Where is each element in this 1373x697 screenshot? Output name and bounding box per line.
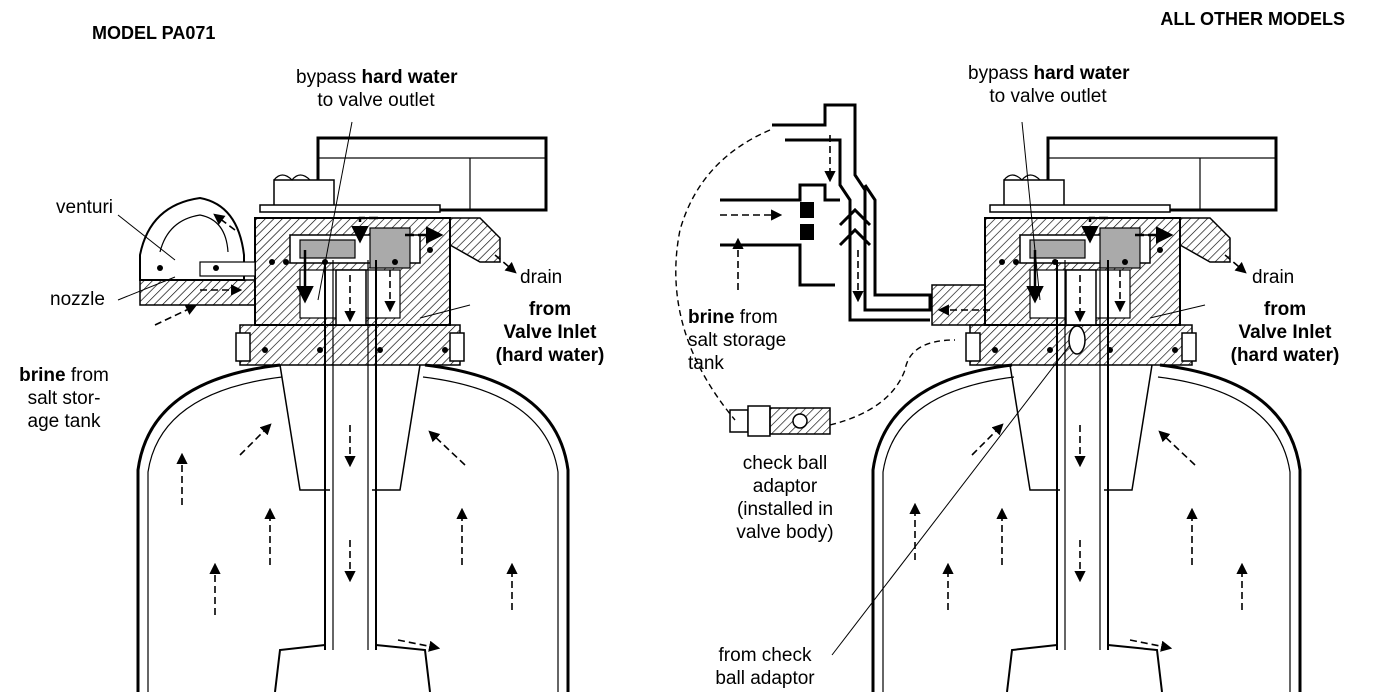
right-brine-rest: from — [734, 307, 778, 328]
left-venturi-label: venturi — [56, 197, 114, 218]
right-bypass-pre: bypass — [968, 63, 1034, 84]
check-ball-adaptor — [729, 405, 831, 437]
left-bypass-pre: bypass — [296, 67, 362, 88]
check-ball-line4: valve body) — [736, 522, 834, 543]
right-drain-label: drain — [1252, 267, 1295, 288]
left-title: MODEL PA071 — [92, 23, 216, 43]
left-motor-housing — [316, 136, 548, 212]
right-brine-line3: tank — [688, 353, 724, 374]
left-tank-shell — [136, 363, 281, 692]
left-brine-bold: brine — [19, 365, 66, 386]
left-tank-collar — [239, 324, 461, 366]
right-bypass-bold: hard water — [1033, 63, 1130, 84]
right-motor-housing — [1046, 136, 1278, 212]
right-bypass-label: bypass hard water to valve outlet — [968, 62, 1130, 108]
right-inlet-line2: Valve Inlet — [1238, 322, 1332, 343]
right-tank-shell — [871, 363, 1013, 692]
left-bypass-label: bypass hard water to valve outlet — [296, 66, 458, 112]
right-brine-line2: salt storage — [688, 330, 787, 351]
right-valve-assembly — [675, 103, 1302, 693]
right-brine-bold: brine — [688, 307, 735, 328]
left-inlet-line1: from — [528, 299, 572, 320]
left-drain-fitting — [449, 217, 501, 263]
left-inlet-line2: Valve Inlet — [503, 322, 597, 343]
from-check-line1: from check — [718, 645, 812, 666]
check-ball-line3: (installed in — [736, 499, 834, 520]
right-check-ball-port — [1068, 325, 1086, 355]
left-bypass-line2: to valve outlet — [317, 90, 435, 111]
right-inlet-line3: (hard water) — [1230, 345, 1340, 366]
left-inlet-label: from Valve Inlet (hard water) — [470, 298, 630, 367]
left-brine-rest: from — [65, 365, 109, 386]
left-brine-label: brine from salt stor- age tank — [4, 364, 124, 433]
left-nozzle-label: nozzle — [50, 289, 105, 310]
right-inlet-label: from Valve Inlet (hard water) — [1205, 298, 1365, 367]
check-ball-line2: adaptor — [752, 476, 818, 497]
check-ball-label: check ball adaptor (installed in valve b… — [715, 452, 855, 544]
from-check-label: from check ball adaptor — [695, 644, 835, 690]
right-inlet-line1: from — [1263, 299, 1307, 320]
right-brine-label: brine from salt storage tank — [688, 306, 786, 375]
left-valve-assembly — [117, 121, 570, 693]
check-ball-line1: check ball — [742, 453, 828, 474]
from-check-line2: ball adaptor — [715, 668, 815, 689]
left-bypass-bold: hard water — [361, 67, 458, 88]
right-venturi-assembly — [720, 103, 932, 322]
left-brine-line2: salt stor- — [27, 388, 101, 409]
right-bypass-line2: to valve outlet — [989, 86, 1107, 107]
left-inlet-line3: (hard water) — [495, 345, 605, 366]
right-title: ALL OTHER MODELS — [1160, 9, 1345, 29]
left-drain-label: drain — [520, 267, 563, 288]
left-brine-line3: age tank — [27, 411, 101, 432]
right-drain-fitting — [1179, 217, 1231, 263]
